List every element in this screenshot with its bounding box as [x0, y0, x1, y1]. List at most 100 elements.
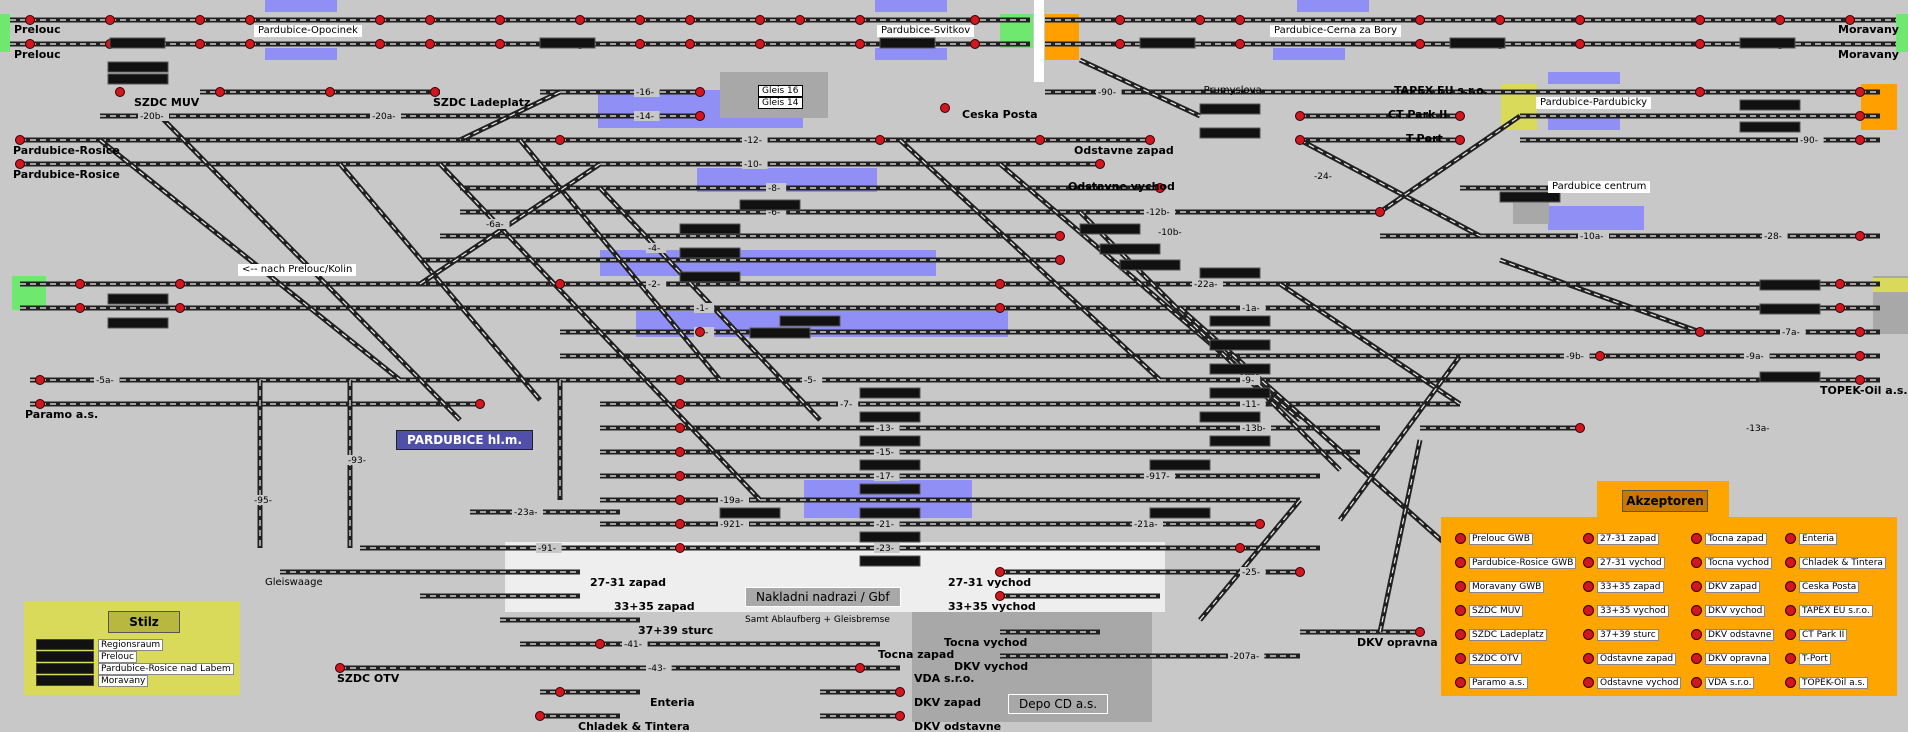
akzeptor-item[interactable]: DKV zapad — [1691, 581, 1761, 593]
signal-icon[interactable] — [755, 39, 765, 49]
diag-16[interactable] — [1198, 498, 1302, 622]
signal-icon[interactable] — [675, 495, 685, 505]
diag-20[interactable] — [418, 161, 602, 287]
signal-icon[interactable] — [1415, 15, 1425, 25]
signal-icon[interactable] — [1115, 15, 1125, 25]
signal-icon[interactable] — [995, 567, 1005, 577]
signal-icon[interactable] — [1855, 87, 1865, 97]
akzeptor-item[interactable]: SZDC Ladeplatz — [1455, 629, 1547, 641]
signal-icon[interactable] — [675, 375, 685, 385]
signal-icon[interactable] — [1055, 255, 1065, 265]
signal-icon[interactable] — [1695, 15, 1705, 25]
signal-icon[interactable] — [25, 39, 35, 49]
signal-icon[interactable] — [495, 39, 505, 49]
signal-icon[interactable] — [635, 39, 645, 49]
signal-icon[interactable] — [15, 135, 25, 145]
akzeptor-item[interactable]: Prelouc GWB — [1455, 533, 1533, 545]
signal-icon[interactable] — [1295, 111, 1305, 121]
signal-icon[interactable] — [1495, 15, 1505, 25]
akzeptor-item[interactable]: Tocna vychod — [1691, 557, 1773, 569]
signal-icon[interactable] — [995, 591, 1005, 601]
diag-1[interactable] — [98, 138, 402, 382]
signal-icon[interactable] — [675, 543, 685, 553]
signal-icon[interactable] — [1155, 183, 1165, 193]
signal-icon[interactable] — [1115, 39, 1125, 49]
stilz-item[interactable]: Regionsraum — [36, 639, 164, 651]
signal-icon[interactable] — [555, 279, 565, 289]
signal-icon[interactable] — [1695, 87, 1705, 97]
diag-11[interactable] — [1278, 281, 1462, 407]
signal-icon[interactable] — [675, 519, 685, 529]
signal-icon[interactable] — [1195, 15, 1205, 25]
diag-19[interactable] — [458, 89, 562, 143]
akzeptor-item[interactable]: VDA s.r.o. — [1691, 677, 1755, 689]
signal-icon[interactable] — [595, 639, 605, 649]
signal-icon[interactable] — [115, 87, 125, 97]
exit-moravany-right[interactable] — [1896, 14, 1908, 52]
signal-icon[interactable] — [855, 39, 865, 49]
signal-icon[interactable] — [555, 687, 565, 697]
akzeptor-item[interactable]: Tocna zapad — [1691, 533, 1767, 545]
signal-icon[interactable] — [1775, 15, 1785, 25]
signal-icon[interactable] — [1415, 39, 1425, 49]
signal-icon[interactable] — [1235, 39, 1245, 49]
signal-icon[interactable] — [635, 15, 645, 25]
akzeptor-item[interactable]: TOPEK-Oil a.s. — [1785, 677, 1869, 689]
akzeptor-item[interactable]: CT Park II — [1785, 629, 1848, 641]
stilz-item[interactable]: Prelouc — [36, 651, 137, 663]
signal-icon[interactable] — [970, 15, 980, 25]
signal-icon[interactable] — [685, 39, 695, 49]
signal-icon[interactable] — [1855, 135, 1865, 145]
signal-icon[interactable] — [1855, 111, 1865, 121]
akzeptor-item[interactable]: Enteria — [1785, 533, 1838, 545]
akzeptor-item[interactable]: Odstavne zapad — [1583, 653, 1677, 665]
signal-icon[interactable] — [1145, 135, 1155, 145]
akzeptor-item[interactable]: Ceska Posta — [1785, 581, 1860, 593]
signal-icon[interactable] — [895, 687, 905, 697]
signal-icon[interactable] — [970, 39, 980, 49]
signal-icon[interactable] — [795, 15, 805, 25]
diag-r3[interactable] — [1378, 113, 1522, 215]
signal-icon[interactable] — [675, 471, 685, 481]
akzeptor-item[interactable]: Odstavne vychod — [1583, 677, 1682, 689]
signal-icon[interactable] — [695, 111, 705, 121]
diag-r1[interactable] — [1078, 57, 1202, 119]
signal-icon[interactable] — [1415, 627, 1425, 637]
akzeptor-item[interactable]: DKV vychod — [1691, 605, 1766, 617]
signal-icon[interactable] — [245, 39, 255, 49]
signal-icon[interactable] — [1235, 543, 1245, 553]
signal-icon[interactable] — [425, 39, 435, 49]
akzeptor-item[interactable]: Paramo a.s. — [1455, 677, 1528, 689]
akzeptor-item[interactable]: SZDC OTV — [1455, 653, 1522, 665]
akzeptor-item[interactable]: 33+35 zapad — [1583, 581, 1664, 593]
signal-icon[interactable] — [1695, 327, 1705, 337]
signal-icon[interactable] — [25, 15, 35, 25]
akzeptor-item[interactable]: T-Port — [1785, 653, 1831, 665]
signal-icon[interactable] — [675, 423, 685, 433]
signal-icon[interactable] — [175, 303, 185, 313]
akzeptor-item[interactable]: 27-31 zapad — [1583, 533, 1660, 545]
signal-icon[interactable] — [245, 15, 255, 25]
signal-icon[interactable] — [15, 159, 25, 169]
signal-icon[interactable] — [175, 279, 185, 289]
akzeptor-item[interactable]: SZDC MUV — [1455, 605, 1524, 617]
signal-icon[interactable] — [675, 447, 685, 457]
signal-icon[interactable] — [1835, 279, 1845, 289]
signal-icon[interactable] — [695, 87, 705, 97]
exit-right-yellow[interactable] — [1873, 278, 1908, 292]
signal-icon[interactable] — [105, 15, 115, 25]
signal-icon[interactable] — [1595, 351, 1605, 361]
signal-icon[interactable] — [1575, 15, 1585, 25]
signal-icon[interactable] — [675, 399, 685, 409]
signal-icon[interactable] — [575, 15, 585, 25]
signal-icon[interactable] — [995, 303, 1005, 313]
diag-7[interactable] — [898, 138, 1162, 382]
diag-r2[interactable] — [1298, 137, 1482, 239]
signal-icon[interactable] — [1255, 519, 1265, 529]
signal-icon[interactable] — [695, 327, 705, 337]
exit-prelouc-left[interactable] — [0, 14, 10, 52]
signal-icon[interactable] — [895, 711, 905, 721]
signal-icon[interactable] — [1855, 351, 1865, 361]
diag-12[interactable] — [1499, 257, 1701, 335]
signal-icon[interactable] — [1455, 111, 1465, 121]
